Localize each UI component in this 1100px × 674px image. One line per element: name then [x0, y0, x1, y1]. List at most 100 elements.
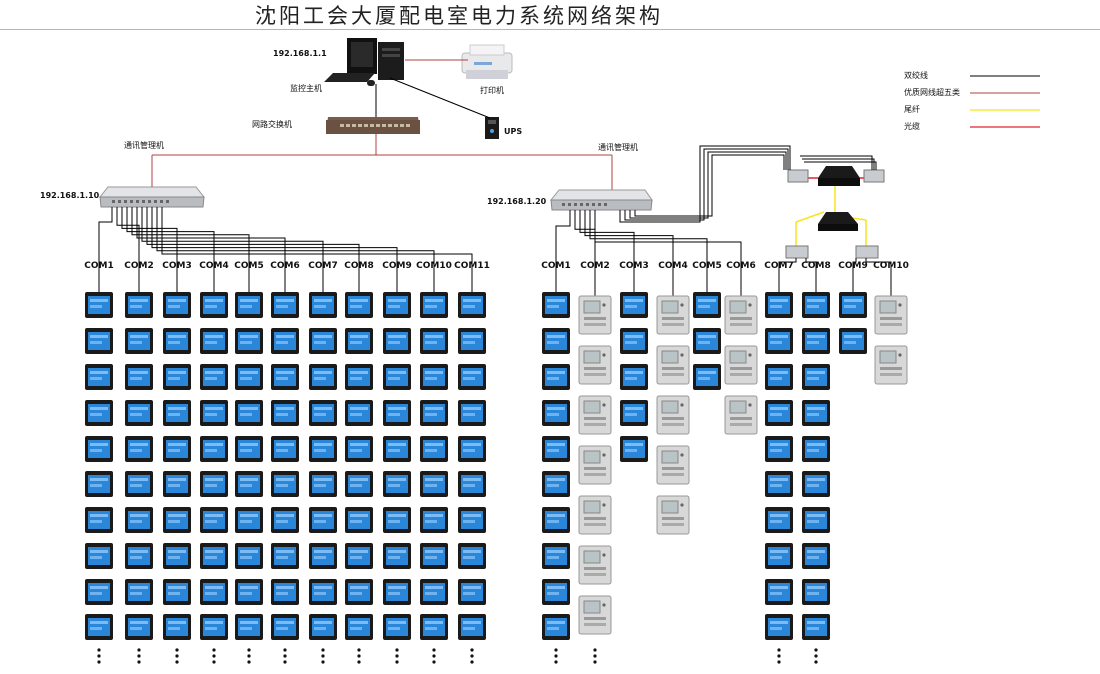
right-com-label-5: COM5: [692, 261, 721, 271]
right-meter-icon: [839, 292, 867, 318]
left-meter-icon: [345, 436, 373, 462]
right-meter-icon: [542, 400, 570, 426]
left-meter-icon: [235, 507, 263, 533]
left-more-icon: [432, 648, 436, 664]
left-meter-icon: [458, 328, 486, 354]
left-meter-icon: [458, 614, 486, 640]
left-com-label-1: COM1: [84, 261, 113, 271]
right-more-icon: [554, 648, 558, 664]
right-com-label-2: COM2: [580, 261, 609, 271]
right-meter-icon: [802, 292, 830, 318]
left-com-label-10: COM10: [416, 261, 452, 271]
left-wire-1: [98, 207, 113, 292]
left-meter-icon: [309, 436, 337, 462]
left-wire-8: [146, 207, 360, 292]
left-meter-icon: [235, 543, 263, 569]
right-meter-icon: [765, 364, 793, 390]
left-meter-icon: [383, 507, 411, 533]
left-meter-icon: [458, 579, 486, 605]
right-relay-icon: [656, 295, 690, 335]
right-wire-9: [852, 258, 857, 294]
left-wire-11: [161, 207, 473, 292]
ups-label: UPS: [504, 127, 522, 136]
right-meter-icon: [542, 614, 570, 640]
left-meter-icon: [125, 579, 153, 605]
printer-label: 打印机: [480, 85, 504, 95]
right-meter-icon: [802, 328, 830, 354]
right-relay-icon: [578, 545, 612, 585]
left-meter-icon: [345, 328, 373, 354]
left-meter-icon: [309, 292, 337, 318]
left-meter-icon: [309, 400, 337, 426]
right-wire-3: [579, 210, 635, 294]
left-meter-icon: [309, 579, 337, 605]
right-meter-icon: [693, 364, 721, 390]
manager-left-label: 通讯管理机: [124, 140, 164, 150]
host-computer-icon: [324, 38, 404, 86]
left-meter-icon: [420, 543, 448, 569]
right-com-label-9: COM9: [838, 261, 867, 271]
left-meter-icon: [163, 471, 191, 497]
right-relay-icon: [874, 295, 908, 335]
left-meter-icon: [271, 579, 299, 605]
right-meter-icon: [802, 579, 830, 605]
fiber-uplink-wire: [629, 151, 787, 219]
left-meter-icon: [345, 364, 373, 390]
left-meter-icon: [271, 292, 299, 318]
right-meter-icon: [765, 328, 793, 354]
left-meter-icon: [200, 614, 228, 640]
switch-label: 网路交换机: [252, 119, 292, 129]
left-meter-icon: [200, 436, 228, 462]
left-meter-icon: [271, 614, 299, 640]
right-meter-icon: [693, 328, 721, 354]
legend-label-3: 光缆: [904, 121, 920, 131]
left-meter-icon: [125, 364, 153, 390]
right-meter-icon: [620, 400, 648, 426]
left-meter-icon: [125, 292, 153, 318]
left-wire-6: [136, 207, 286, 292]
right-meter-icon: [765, 292, 793, 318]
left-meter-icon: [458, 400, 486, 426]
right-meter-icon: [802, 400, 830, 426]
left-meter-icon: [309, 328, 337, 354]
left-meter-icon: [85, 328, 113, 354]
legend-label-1: 优质网线超五类: [904, 87, 960, 97]
right-relay-icon: [578, 345, 612, 385]
left-meter-icon: [458, 507, 486, 533]
left-meter-icon: [383, 543, 411, 569]
left-meter-icon: [235, 400, 263, 426]
right-meter-icon: [620, 292, 648, 318]
right-wire-6: [594, 210, 742, 296]
left-meter-icon: [125, 507, 153, 533]
right-meter-icon: [542, 579, 570, 605]
left-meter-icon: [309, 364, 337, 390]
left-meter-icon: [458, 436, 486, 462]
left-meter-icon: [420, 614, 448, 640]
left-more-icon: [247, 648, 251, 664]
left-more-icon: [357, 648, 361, 664]
left-meter-icon: [458, 543, 486, 569]
right-meter-icon: [542, 543, 570, 569]
right-relay-icon: [578, 495, 612, 535]
left-meter-icon: [163, 400, 191, 426]
manager-right-label: 通讯管理机: [598, 142, 638, 152]
right-meter-icon: [620, 364, 648, 390]
left-wire-10: [156, 207, 435, 292]
left-meter-icon: [383, 436, 411, 462]
right-more-icon: [777, 648, 781, 664]
left-com-label-4: COM4: [199, 261, 228, 271]
left-meter-icon: [235, 579, 263, 605]
left-meter-icon: [420, 328, 448, 354]
right-meter-icon: [542, 436, 570, 462]
right-com-label-3: COM3: [619, 261, 648, 271]
manager-right-ip: 192.168.1.20: [487, 197, 547, 206]
right-wire-4: [584, 210, 674, 296]
left-meter-icon: [345, 471, 373, 497]
left-com-label-2: COM2: [124, 261, 153, 271]
left-meter-icon: [85, 400, 113, 426]
right-relay-icon: [724, 345, 758, 385]
left-wire-2: [116, 207, 140, 292]
left-meter-icon: [200, 471, 228, 497]
right-meter-icon: [620, 436, 648, 462]
left-wire-4: [126, 207, 215, 292]
